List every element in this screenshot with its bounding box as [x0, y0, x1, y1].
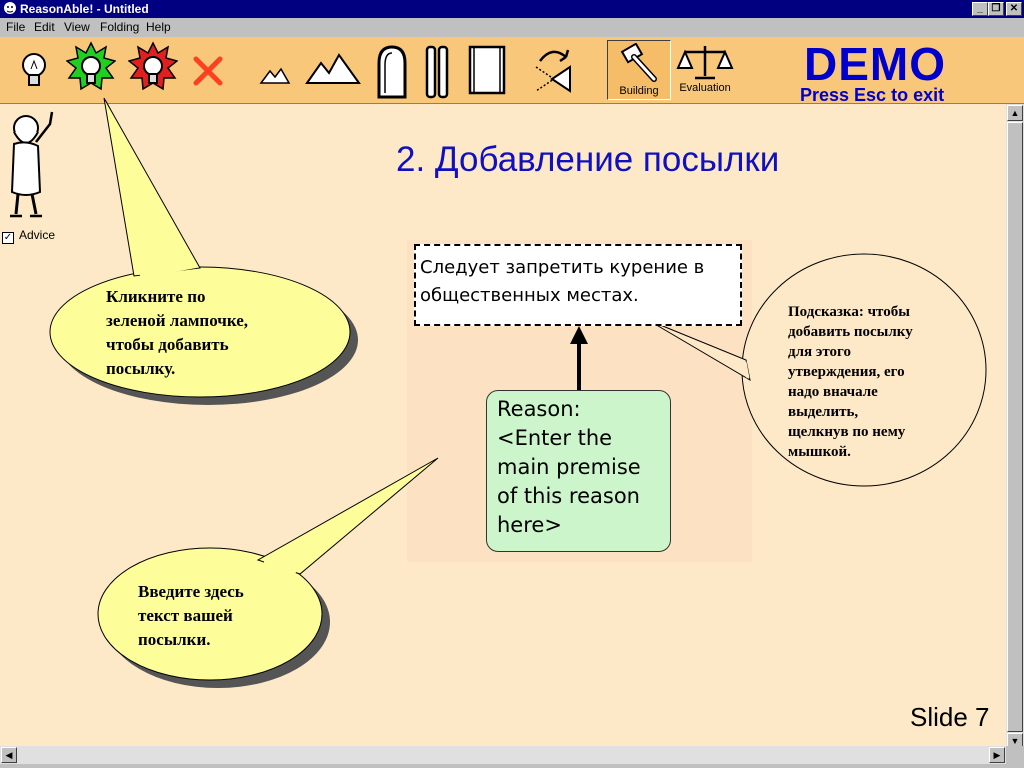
scroll-thumb-vertical[interactable]	[1007, 122, 1023, 732]
callout-line: чтобы добавить	[106, 335, 229, 354]
evaluation-label: Evaluation	[679, 82, 731, 94]
callout-green-bulb-shape	[49, 97, 358, 405]
scroll-right-button[interactable]: ▶	[989, 747, 1005, 763]
callout-line: текст вашей	[138, 606, 233, 625]
menu-help[interactable]: Help	[146, 20, 171, 34]
window-bottom-edge	[0, 764, 1024, 768]
building-mode-button[interactable]: Building	[607, 40, 671, 100]
callout-green-bulb-text: Кликните по зеленой лампочке, чтобы доба…	[106, 285, 248, 381]
menu-edit[interactable]: Edit	[34, 20, 55, 34]
callout-layer	[49, 97, 987, 688]
callout-hint-shape	[647, 253, 987, 487]
close-button[interactable]: ✕	[1006, 2, 1022, 16]
menu-folding[interactable]: Folding	[100, 20, 140, 34]
callout-line: надо вначале	[788, 384, 878, 400]
callout-enter-text-shape	[97, 457, 439, 688]
bulb-green-icon[interactable]	[66, 41, 116, 99]
bulb-icon[interactable]	[14, 41, 54, 99]
callout-line: щелкнув по нему	[788, 424, 906, 440]
callout-line: добавить посылку	[788, 324, 913, 340]
delete-x-icon[interactable]	[190, 41, 226, 99]
scroll-left-button[interactable]: ◀	[1, 747, 17, 763]
callout-line: выделить,	[788, 404, 859, 420]
demo-title: DEMO	[804, 38, 946, 90]
scales-icon	[676, 46, 734, 80]
tombstone-icon[interactable]	[374, 41, 410, 99]
scroll-down-button[interactable]: ▼	[1007, 733, 1023, 749]
callout-line: посылку.	[106, 359, 176, 378]
callout-line: для этого	[788, 344, 851, 360]
scroll-up-button[interactable]: ▲	[1007, 105, 1023, 121]
menu-file[interactable]: File	[6, 20, 26, 34]
callout-line: мышкой.	[788, 444, 851, 460]
hammer-icon	[620, 42, 657, 82]
pillars-icon[interactable]	[424, 41, 450, 99]
demo-subtitle: Press Esc to exit	[800, 85, 945, 105]
scrollbar-corner	[1006, 746, 1024, 764]
callout-line: Подсказка: чтобы	[788, 304, 910, 320]
callout-line: зеленой лампочке,	[106, 311, 249, 330]
vertical-scrollbar[interactable]: ▲ ▼	[1006, 104, 1024, 749]
reason-box[interactable]: Reason: <Enter the main premise of this …	[486, 390, 671, 552]
scroll-icon[interactable]	[464, 41, 512, 99]
title-bar: ReasonAble! - Untitled _ ❐ ✕	[0, 0, 1024, 18]
claim-line: общественных местах.	[420, 285, 639, 306]
menu-bar: File Edit View Folding Help	[0, 18, 1024, 37]
advice-label: Advice	[19, 228, 56, 242]
bulb-red-icon[interactable]	[128, 41, 178, 99]
philosopher-advisor-icon	[10, 111, 54, 218]
reason-line: <Enter the	[497, 426, 613, 450]
callout-line: утверждения, его	[788, 364, 905, 380]
callout-line: посылки.	[138, 630, 211, 649]
callout-enter-text-text: Введите здесь текст вашей посылки.	[138, 580, 244, 652]
callout-line: Введите здесь	[138, 582, 244, 601]
rotate-icon[interactable]	[530, 41, 576, 99]
slide-title: 2. Добавление посылки	[396, 140, 780, 179]
menu-view[interactable]: View	[64, 20, 90, 34]
callout-line: Кликните по	[106, 287, 206, 306]
building-label: Building	[619, 85, 659, 97]
reason-line: of this reason	[497, 484, 640, 508]
claim-line: Следует запретить курение в	[420, 257, 705, 278]
advice-checkbox[interactable]: ✓ Advice	[2, 228, 55, 244]
app-icon	[4, 2, 16, 14]
callout-hint-text: Подсказка: чтобы добавить посылку для эт…	[788, 302, 948, 462]
claim-box[interactable]: Следует запретить курение в общественных…	[414, 244, 742, 326]
reason-line: here>	[497, 513, 562, 537]
restore-button[interactable]: ❐	[988, 2, 1004, 16]
support-arrow-head	[570, 326, 588, 344]
reason-line: Reason:	[497, 397, 581, 421]
small-mountain-icon[interactable]	[258, 41, 292, 99]
window-title: ReasonAble! - Untitled	[20, 2, 149, 16]
checkbox-mark: ✓	[2, 232, 14, 244]
minimize-button[interactable]: _	[972, 2, 988, 16]
toolbar: Building Evaluation DEMO Press Esc to ex…	[0, 37, 1024, 105]
reason-line: main premise	[497, 455, 641, 479]
slide-number: Slide 7	[910, 702, 990, 732]
mountains-icon[interactable]	[305, 41, 361, 99]
evaluation-mode-button[interactable]: Evaluation	[673, 40, 737, 100]
horizontal-scrollbar[interactable]: ◀ ▶	[0, 746, 1006, 764]
